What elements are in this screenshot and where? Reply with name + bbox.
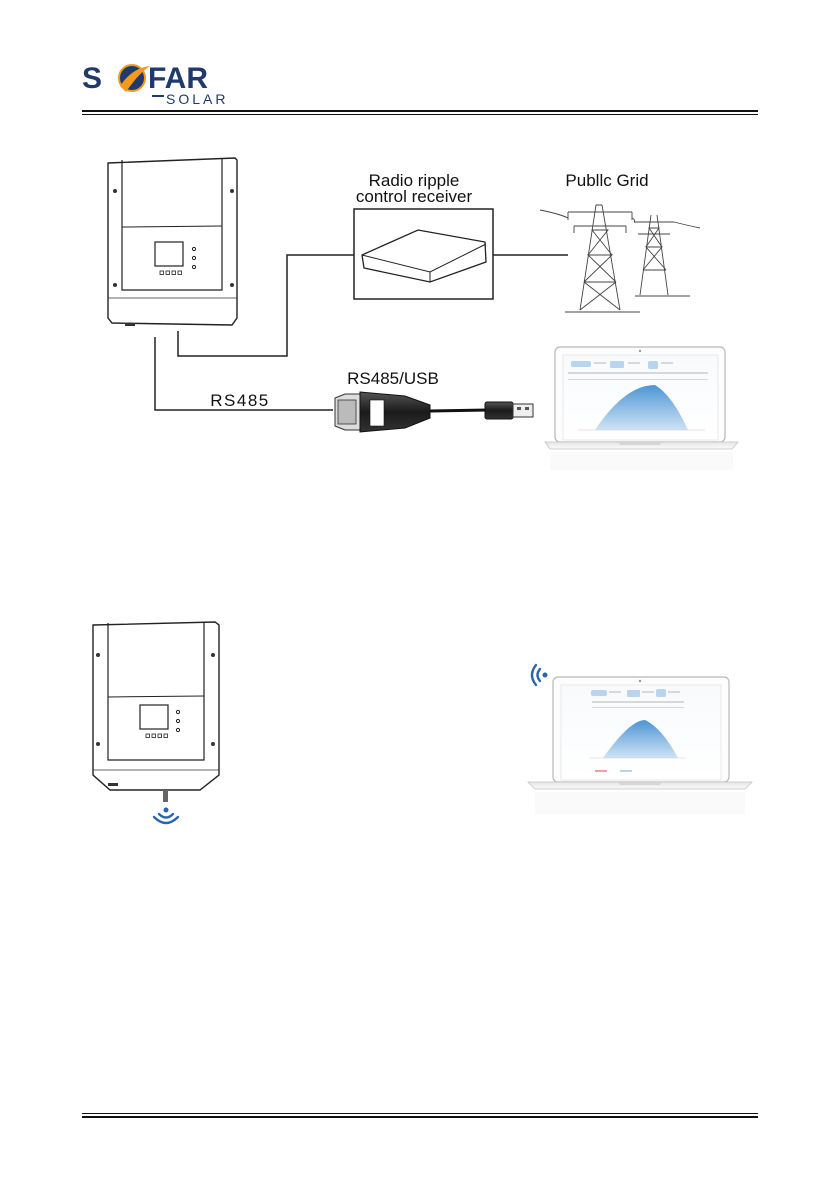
converter-label: RS485/USB	[347, 369, 439, 388]
inverter-2	[93, 622, 219, 802]
rs485-usb-converter	[335, 392, 533, 432]
rrcr-label-line2: control receiver	[356, 187, 473, 206]
radio-ripple-receiver	[354, 209, 493, 299]
laptop-1-icon	[545, 347, 738, 470]
laptop-2-icon	[528, 677, 752, 814]
grid-label: Publlc Grid	[565, 171, 648, 190]
inverter-2-display	[140, 705, 168, 729]
inverter-1	[108, 158, 237, 326]
wifi-signal-icon	[154, 808, 178, 824]
power-tower-icon	[540, 205, 700, 312]
rs485-label: RS485	[210, 391, 269, 410]
inverter-1-display	[155, 242, 183, 266]
wifi-signal-icon-laptop	[532, 665, 548, 685]
footer-rule	[82, 1113, 758, 1118]
